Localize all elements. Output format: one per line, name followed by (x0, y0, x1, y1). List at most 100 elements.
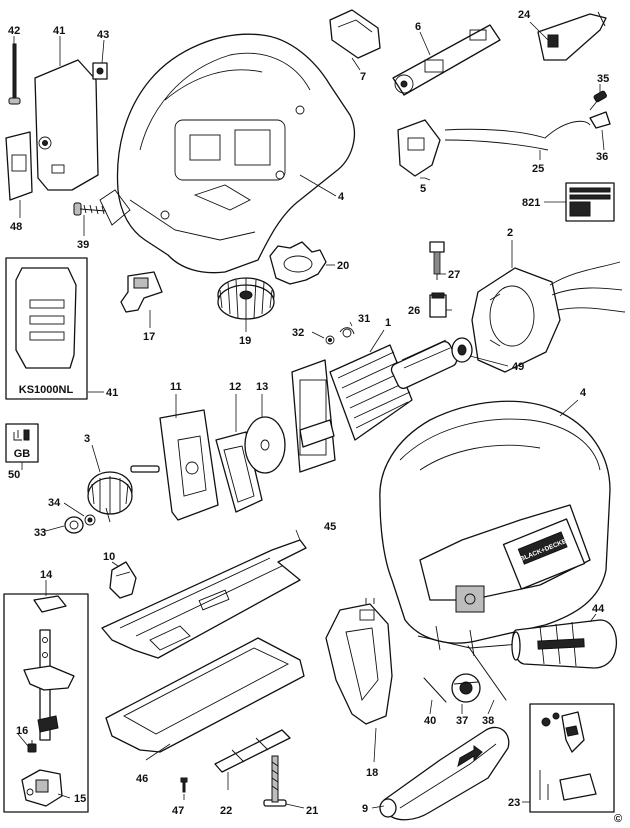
plunger-group-box (3, 593, 89, 813)
label-9: 9 (362, 803, 368, 815)
label-33: 33 (34, 527, 46, 539)
clamp-part-36 (589, 111, 611, 129)
armature-part (291, 337, 473, 473)
label-5: 5 (420, 183, 426, 195)
leader-lines (13, 21, 605, 809)
label-16: 16 (16, 725, 28, 737)
label-35: 35 (597, 73, 609, 85)
rating-label-part (565, 182, 615, 222)
label-23: 23 (508, 797, 520, 809)
label-32: 32 (292, 327, 304, 339)
plug-box: GB (5, 423, 39, 463)
label-43: 43 (97, 29, 109, 41)
label-17: 17 (143, 331, 155, 343)
accessory-box (529, 703, 615, 813)
screw-39 (73, 202, 107, 216)
main-gear-part (217, 277, 275, 320)
washer-13 (244, 416, 286, 474)
fence-guide-part (325, 598, 393, 725)
dust-nozzle-part (379, 726, 510, 821)
label-3: 3 (84, 433, 90, 445)
variant-box: KS1000NL (5, 257, 88, 400)
label-14: 14 (40, 569, 53, 581)
label-7: 7 (360, 71, 366, 83)
cord-grommet-part (537, 11, 607, 61)
auxiliary-handle-part (511, 619, 618, 669)
blade-clamp-lever-part (109, 561, 137, 599)
cord-clamp-part (397, 119, 441, 177)
label-4-assembled: 4 (580, 387, 587, 399)
screw-47 (180, 777, 188, 793)
locking-knob-part (329, 9, 381, 59)
base-plate-part (101, 539, 307, 659)
roller-guide-part-14 (33, 595, 67, 613)
gearbox-plate-part (159, 409, 219, 521)
label-48: 48 (10, 221, 22, 233)
label-45: 45 (324, 521, 336, 533)
label-6: 6 (415, 21, 421, 33)
brush-part-26 (429, 292, 447, 318)
side-cover-part (34, 59, 99, 191)
roller-33 (64, 516, 84, 534)
assembled-jigsaw-part: BLACK+DECKER (379, 400, 611, 657)
label-40: 40 (424, 715, 436, 727)
rod-38 (467, 645, 507, 701)
stator-part (471, 261, 626, 373)
label-10: 10 (103, 551, 115, 563)
label-18: 18 (366, 767, 378, 779)
screw-42 (8, 43, 21, 105)
label-11: 11 (170, 381, 182, 393)
copyright-mark: © (614, 813, 622, 825)
knob-37 (451, 673, 481, 703)
label-24: 24 (518, 9, 531, 21)
brush-holder-part (120, 271, 163, 313)
label-39: 39 (77, 239, 89, 251)
plunger-rod-part (23, 629, 75, 741)
pinion-gear-part (269, 241, 327, 285)
label-15: 15 (74, 793, 86, 805)
label-50: 50 (8, 469, 20, 481)
label-1: 1 (385, 317, 391, 329)
cam-gear-part (87, 465, 160, 523)
label-20: 20 (337, 260, 349, 272)
label-22: 22 (220, 805, 232, 817)
label-27: 27 (448, 269, 460, 281)
variant-model-label: KS1000NL (19, 384, 74, 396)
label-2: 2 (507, 227, 513, 239)
pin-40 (423, 677, 447, 703)
screw-21 (263, 755, 287, 807)
blade-clamp-part (214, 729, 291, 773)
washer-32 (325, 335, 335, 345)
label-21: 21 (306, 805, 318, 817)
plug-region-label: GB (14, 448, 31, 460)
washer-31 (339, 327, 355, 338)
label-47: 47 (172, 805, 184, 817)
base-shoe-part (105, 637, 305, 753)
label-4-housing: 4 (338, 191, 345, 203)
housing-half-part (99, 33, 355, 274)
label-31: 31 (358, 313, 370, 325)
label-37: 37 (456, 715, 468, 727)
label-12: 12 (229, 381, 241, 393)
label-49: 49 (512, 361, 524, 373)
label-25: 25 (532, 163, 544, 175)
part-number-labels: 42 41 43 7 6 24 35 36 25 5 4 821 48 39 2… (8, 9, 622, 825)
switch-pcb-part (392, 24, 501, 96)
label-38: 38 (482, 715, 494, 727)
clamp-screw-35 (589, 90, 607, 111)
power-cord-part (444, 120, 591, 151)
label-plate-part (5, 131, 33, 201)
label-46: 46 (136, 773, 148, 785)
label-44: 44 (592, 603, 605, 615)
label-42: 42 (8, 25, 20, 37)
label-19: 19 (239, 335, 251, 347)
label-821: 821 (522, 197, 540, 209)
label-34: 34 (48, 497, 61, 509)
switch-part-43 (92, 62, 108, 80)
label-41-guard: 41 (53, 25, 65, 37)
washer-34 (84, 514, 96, 526)
screw-16 (27, 740, 37, 753)
label-26: 26 (408, 305, 420, 317)
label-13: 13 (256, 381, 268, 393)
